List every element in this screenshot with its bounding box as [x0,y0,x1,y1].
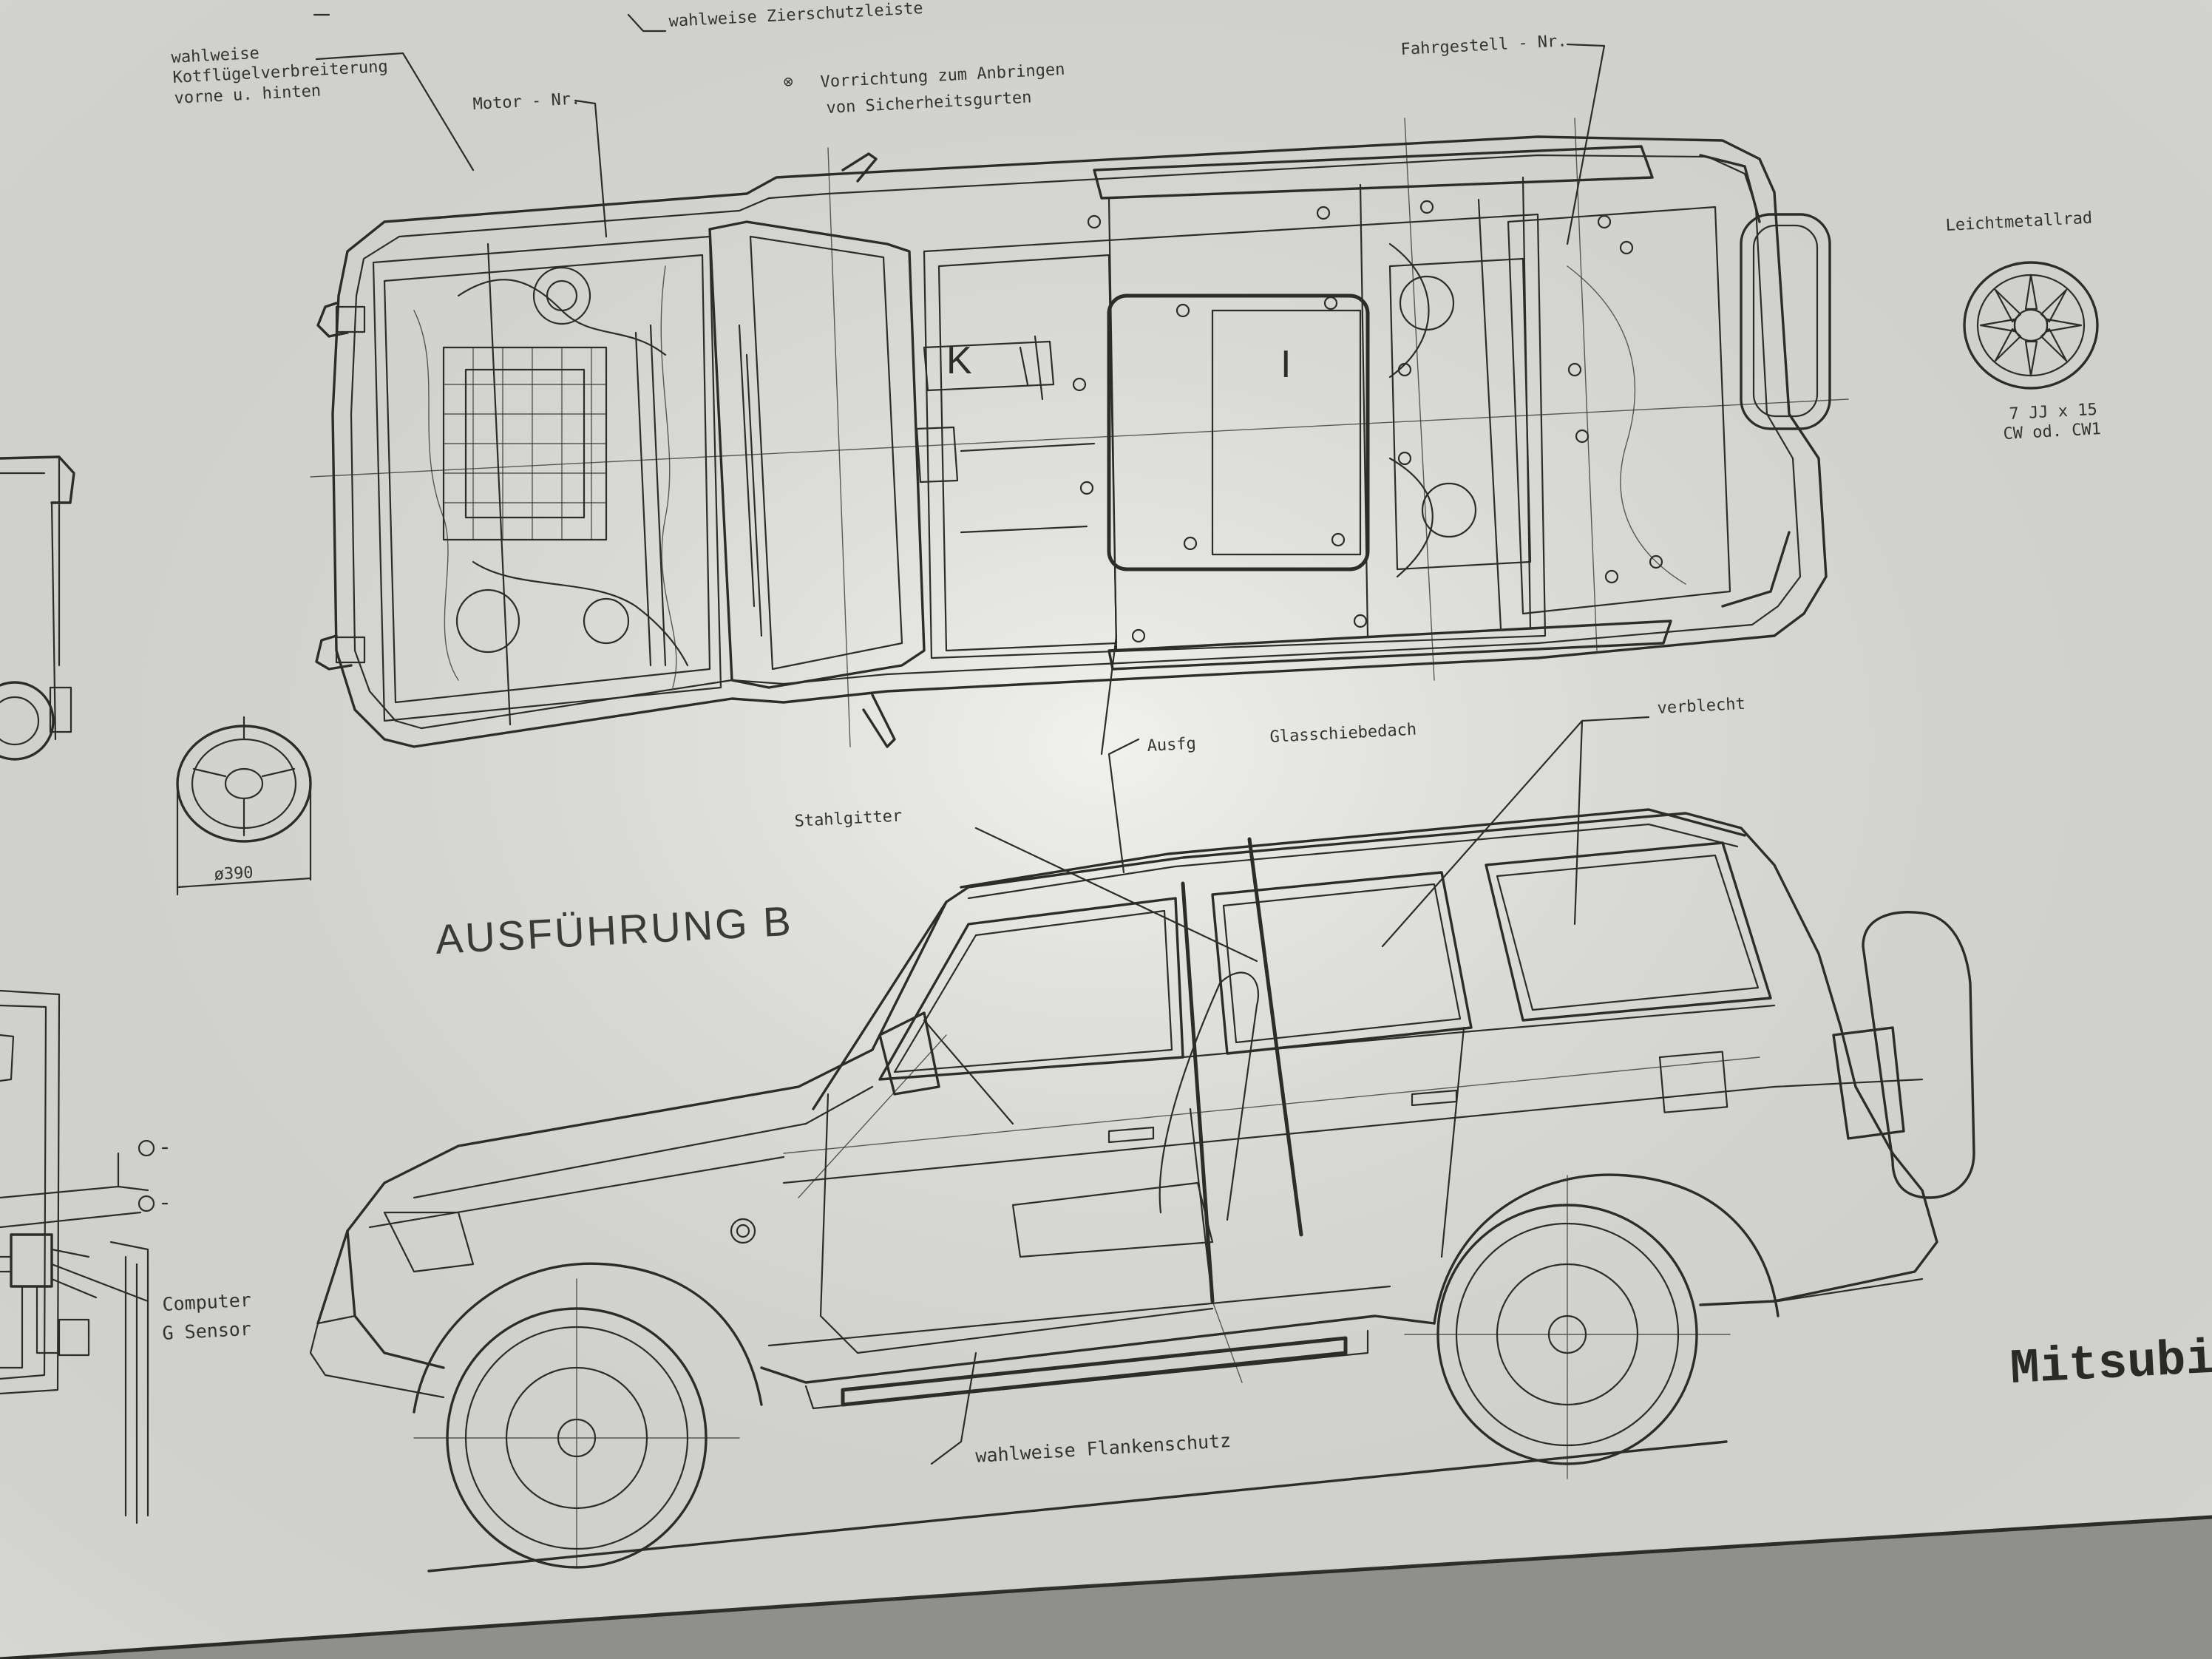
leader-lines [313,13,1650,1465]
brand-name: Mitsubi [2009,1331,2212,1397]
label-computer: Computer [162,1289,252,1315]
label-fender-ext-1: wahlweise [171,44,259,67]
section-label-i: I [1280,343,1291,386]
steering-wheel-diagram: ø390 [176,716,312,896]
section-label-k: K [946,339,972,382]
steering-diameter-label: ø390 [214,864,254,884]
alloy-wheel-diagram [1963,261,2099,390]
side-view-vehicle [309,808,1975,1573]
label-exit: Ausfg [1147,735,1196,756]
label-blanked: verblecht [1657,695,1745,718]
left-partial-diagrams [0,455,169,1524]
side-step [841,1336,1348,1407]
label-seatbelt-symbol: ⊗ [783,72,794,92]
mounting-points [1072,200,1663,643]
label-wheel-spec-1: 7 JJ x 15 [2009,401,2097,424]
label-g-sensor: G Sensor [162,1318,252,1344]
top-view-vehicle: K I [310,118,1849,748]
ground-line [427,1440,1728,1573]
